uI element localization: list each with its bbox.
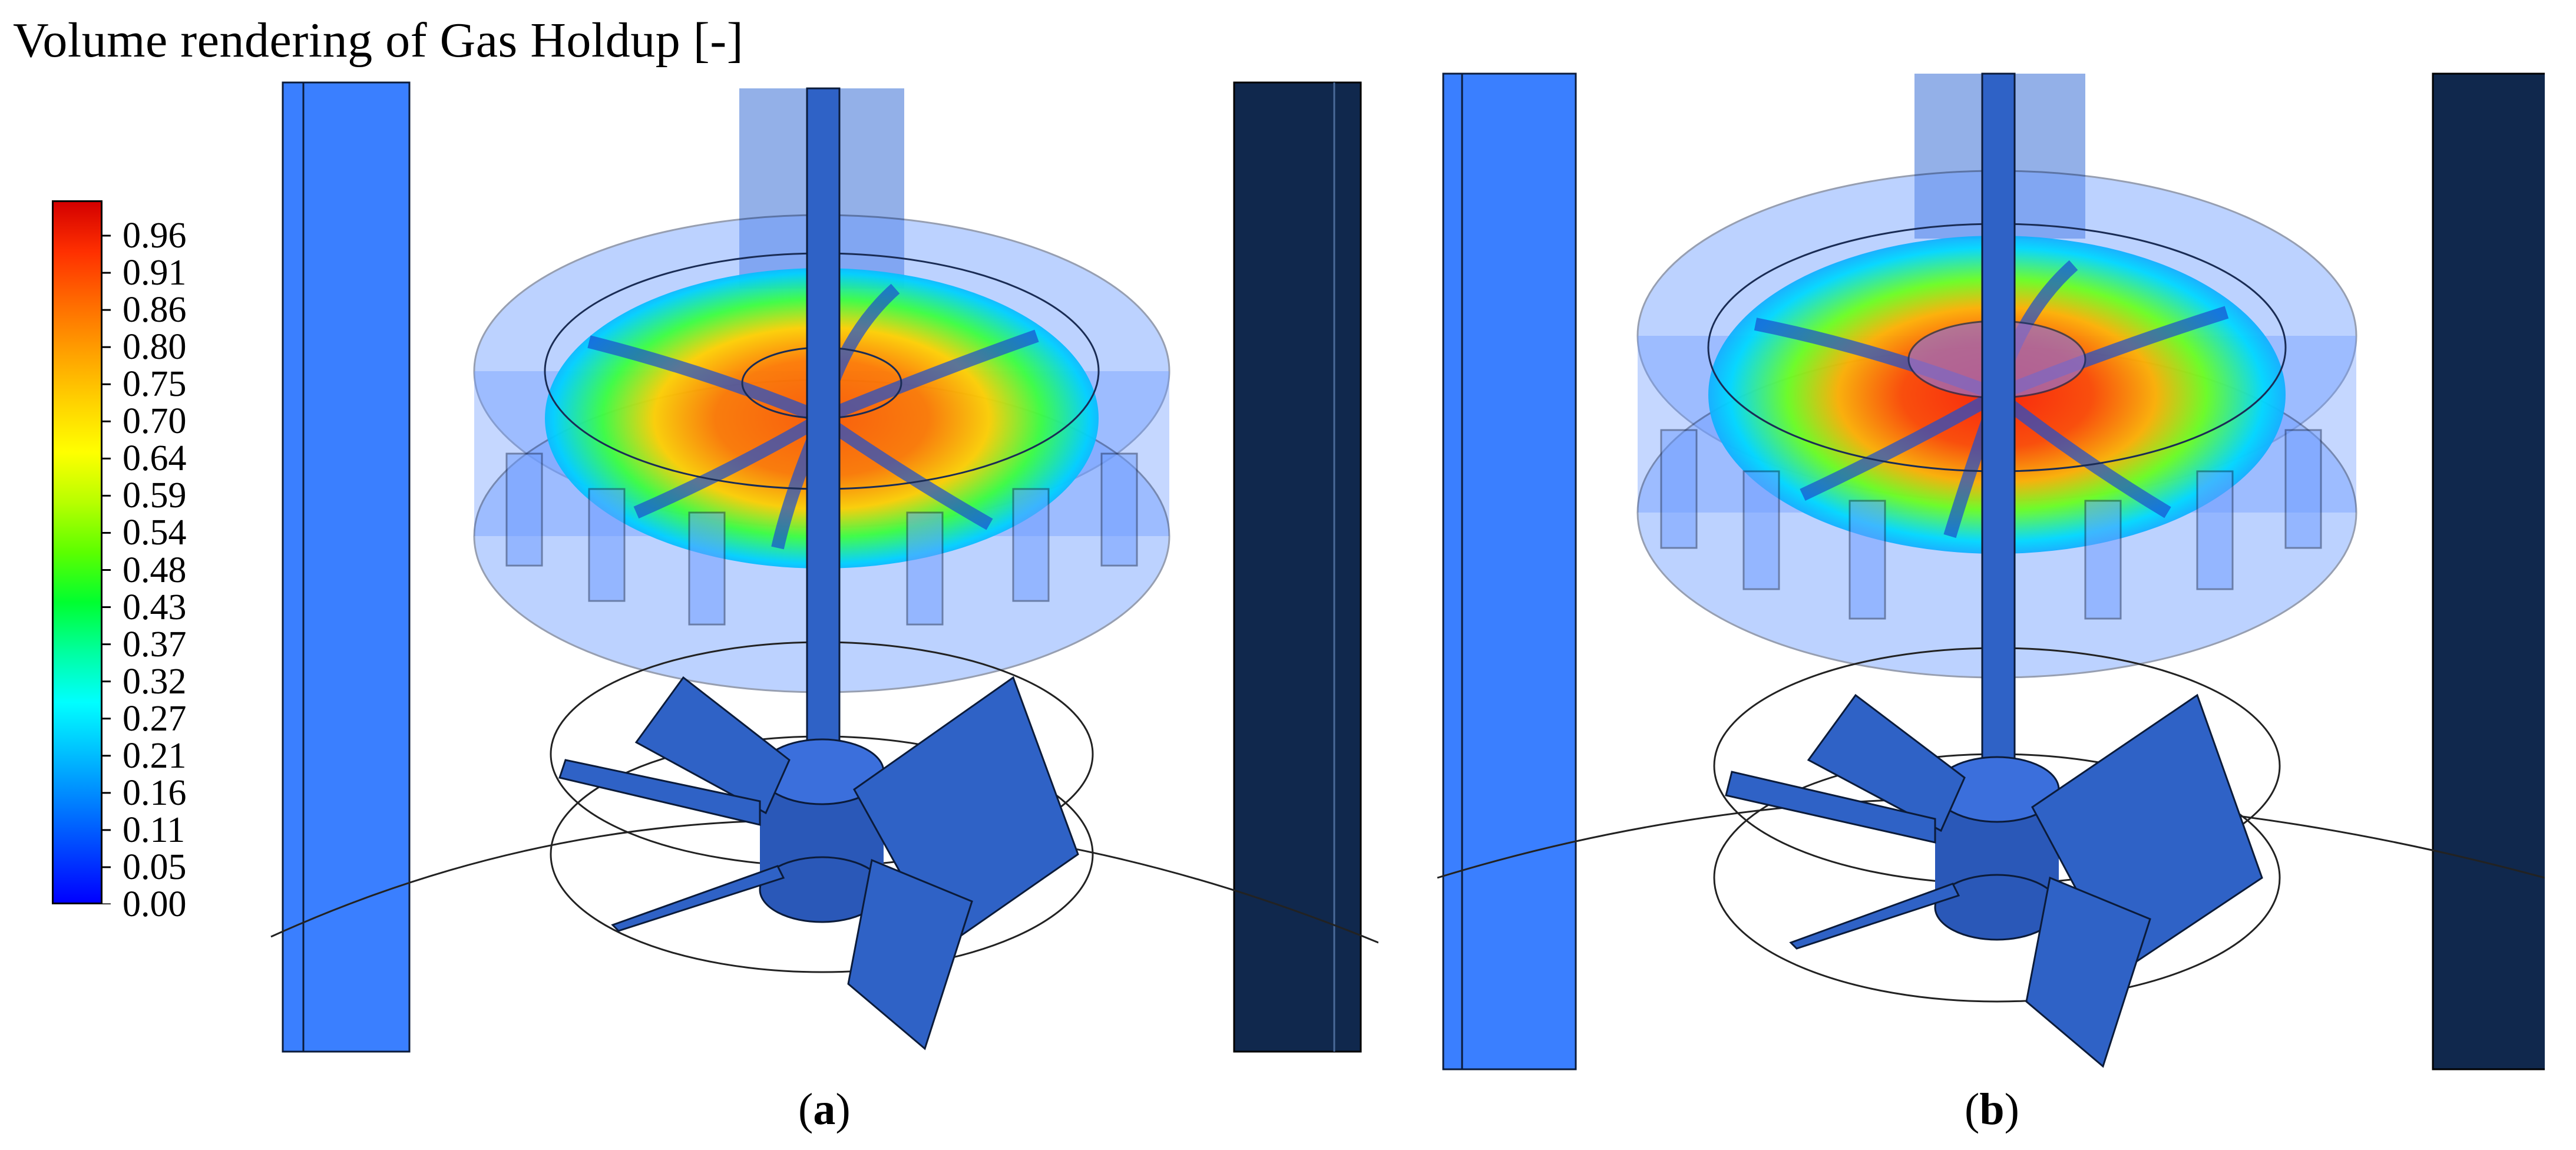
panel-b (1426, 65, 2545, 1078)
colorbar-label: 0.54 (123, 513, 187, 553)
colorbar-label: 0.37 (123, 624, 187, 665)
shaft (1981, 72, 2016, 805)
panel-b-render (1437, 72, 2545, 1070)
colorbar-ticks (102, 234, 111, 904)
caption-a: (a) (798, 1085, 851, 1134)
colorbar-label: 0.80 (123, 327, 187, 368)
colorbar-label: 0.32 (123, 661, 187, 702)
panel-a-render (270, 81, 1378, 1053)
impeller-blades (1725, 693, 2263, 1068)
colorbar-label: 0.27 (123, 698, 187, 739)
caption-b: (b) (1965, 1085, 2019, 1134)
left-baffle (282, 81, 411, 1053)
colorbar-label: 0.21 (123, 735, 187, 776)
colorbar-label: 0.59 (123, 475, 187, 516)
colorbar-label: 0.48 (123, 550, 187, 590)
colorbar-label: 0.75 (123, 364, 187, 405)
impeller-blades (558, 676, 1079, 1050)
colorbar-label: 0.43 (123, 587, 187, 627)
colorbar-label: 0.05 (123, 847, 187, 887)
colorbar-label: 0.86 (123, 290, 187, 331)
colorbar-label: 0.16 (123, 772, 187, 813)
colorbar (52, 200, 102, 904)
colorbar-label: 0.70 (123, 401, 187, 442)
right-baffle (2432, 72, 2545, 1070)
figure-title: Volume rendering of Gas Holdup [-] (13, 13, 744, 68)
colorbar-label: 0.96 (123, 216, 187, 256)
panel-a (259, 65, 1378, 1078)
colorbar-label: 0.91 (123, 253, 187, 293)
left-baffle (1442, 72, 1577, 1070)
colorbar-label: 0.00 (123, 884, 187, 924)
colorbar-label: 0.64 (123, 438, 187, 479)
shaft (806, 87, 841, 797)
right-baffle (1233, 81, 1362, 1053)
colorbar-label: 0.11 (123, 809, 186, 850)
